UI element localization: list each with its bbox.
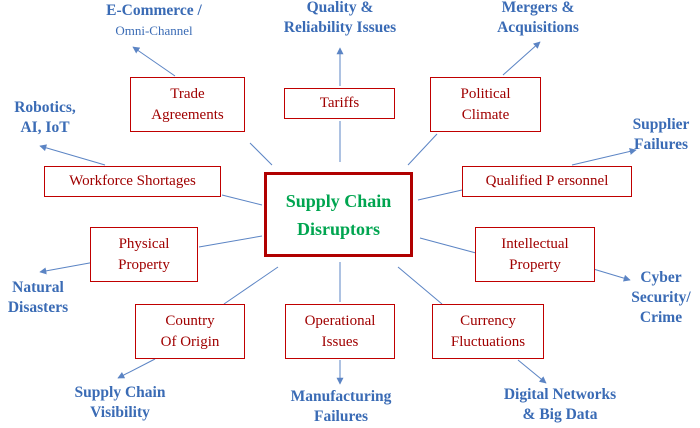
label-line: AI, IoT — [20, 119, 70, 136]
label-natural-disasters: Natural Disasters — [0, 278, 76, 318]
label-line: Security/ — [631, 289, 691, 306]
box-line: Property — [118, 256, 170, 273]
label-supplier-failures: Supplier Failures — [622, 115, 700, 155]
label-line: Failures — [634, 136, 688, 153]
center-line: Supply Chain — [285, 190, 392, 211]
label-line: Reliability Issues — [283, 19, 397, 36]
box-line: Climate — [461, 106, 510, 123]
center-box-supply-chain-disruptors: Supply Chain Disruptors — [264, 172, 413, 257]
label-line: Crime — [639, 309, 683, 326]
label-line: Disasters — [7, 299, 69, 316]
arrow-digital-networks-big-data — [517, 359, 547, 384]
label-line: Robotics, — [14, 99, 76, 116]
box-line: Currency — [460, 312, 516, 329]
label-mergers-acquisitions: Mergers & Acquisitions — [468, 0, 608, 38]
label-line: Acquisitions — [497, 19, 579, 36]
arrow-natural-disasters — [39, 261, 96, 275]
label-line: & Big Data — [522, 406, 598, 423]
box-line: Operational — [304, 312, 376, 329]
box-workforce-shortages: Workforce Shortages — [44, 166, 221, 197]
label-line: Digital Networks — [503, 386, 617, 403]
label-e-commerce: E-Commerce / Omni-Channel — [74, 1, 234, 41]
label-robotics-ai-iot: Robotics, AI, IoT — [0, 98, 90, 138]
arrow-e-commerce — [132, 46, 176, 77]
spoke-country-of-origin — [223, 266, 279, 305]
label-line: Failures — [314, 408, 368, 425]
spoke-trade-agreements — [249, 142, 273, 166]
label-manufacturing-failures: Manufacturing Failures — [266, 387, 416, 427]
box-line: Fluctuations — [450, 333, 526, 350]
spoke-currency-fluctuations — [397, 266, 443, 305]
arrow-mergers-acquisitions — [502, 41, 541, 76]
box-line: Physical — [118, 235, 170, 252]
label-line: Manufacturing — [290, 388, 392, 405]
label-line: Cyber — [640, 269, 682, 286]
box-line: Issues — [321, 333, 359, 350]
spoke-workforce-shortages — [221, 194, 263, 206]
spoke-intellectual-property — [419, 237, 477, 254]
box-line: Intellectual — [501, 235, 569, 252]
label-quality-reliability: Quality & Reliability Issues — [260, 0, 420, 38]
box-currency-fluctuations: Currency Fluctuations — [432, 304, 544, 359]
label-subline: Omni-Channel — [115, 23, 193, 38]
spoke-physical-property — [198, 235, 263, 248]
label-line: Supplier — [632, 116, 690, 133]
box-line: Political — [460, 85, 511, 102]
spoke-qualified-personnel — [417, 189, 463, 201]
box-tariffs: Tariffs — [284, 88, 395, 119]
arrow-supplier-failures — [571, 148, 637, 166]
box-line: Country — [165, 312, 215, 329]
box-line: Qualified P ersonnel — [485, 173, 609, 189]
label-line: Mergers & — [501, 0, 575, 16]
label-line: E-Commerce / — [106, 2, 202, 19]
box-political-climate: Political Climate — [430, 77, 541, 132]
box-trade-agreements: Trade Agreements — [130, 77, 245, 132]
spoke-political-climate — [407, 133, 438, 166]
box-operational-issues: Operational Issues — [285, 304, 395, 359]
box-line: Tariffs — [319, 95, 360, 111]
box-country-of-origin: Country Of Origin — [135, 304, 245, 359]
box-line: Trade — [170, 85, 205, 102]
box-line: Workforce Shortages — [69, 173, 196, 189]
arrow-supply-chain-visibility — [117, 358, 156, 379]
label-line: Visibility — [90, 404, 150, 421]
box-physical-property: Physical Property — [90, 227, 198, 282]
label-digital-networks-big-data: Digital Networks & Big Data — [470, 385, 650, 425]
box-qualified-personnel: Qualified P ersonnel — [462, 166, 632, 197]
label-line: Quality & — [306, 0, 374, 16]
label-supply-chain-visibility: Supply Chain Visibility — [50, 383, 190, 423]
box-intellectual-property: Intellectual Property — [475, 227, 595, 282]
box-line: Of Origin — [160, 333, 220, 350]
label-cyber-security-crime: Cyber Security/ Crime — [622, 268, 700, 328]
label-line: Supply Chain — [74, 384, 166, 401]
arrow-cyber-security-crime — [589, 267, 631, 282]
label-line: Natural — [12, 279, 64, 296]
box-line: Property — [509, 256, 561, 273]
arrow-robotics-ai-iot — [39, 144, 106, 166]
center-line: Disruptors — [296, 218, 380, 239]
box-line: Agreements — [151, 106, 224, 123]
